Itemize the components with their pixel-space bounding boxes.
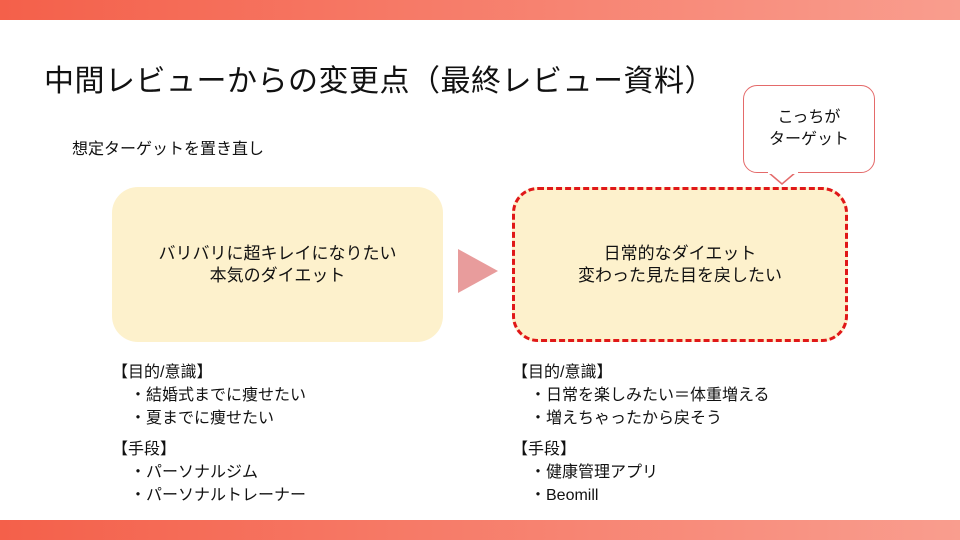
callout-bubble: こっちが ターゲット bbox=[743, 85, 875, 173]
page-title: 中間レビューからの変更点（最終レビュー資料） bbox=[44, 65, 715, 98]
new-target-line2: 変わった見た目を戻したい bbox=[578, 265, 782, 285]
list-item: ・結婚式までに痩せたい bbox=[130, 387, 307, 404]
previous-target-details: 【目的/意識】 ・結婚式までに痩せたい ・夏までに痩せたい 【手段】 ・パーソナ… bbox=[112, 361, 306, 507]
list-item: ・パーソナルトレーナー bbox=[130, 487, 307, 504]
list-item: ・健康管理アプリ bbox=[530, 464, 659, 481]
purpose-header: 【目的/意識】 bbox=[112, 364, 213, 381]
means-header: 【手段】 bbox=[112, 441, 177, 458]
bottom-accent-bar bbox=[0, 520, 960, 540]
previous-target-line1: バリバリに超キレイになりたい bbox=[158, 243, 397, 263]
means-header: 【手段】 bbox=[512, 441, 577, 458]
previous-target-line2: 本気のダイエット bbox=[209, 265, 346, 285]
top-accent-bar bbox=[0, 0, 960, 20]
arrow-right-icon bbox=[458, 249, 498, 293]
list-item: ・Beomill bbox=[530, 487, 599, 504]
purpose-header: 【目的/意識】 bbox=[512, 364, 613, 381]
callout-line2: ターゲット bbox=[768, 131, 849, 148]
previous-target-box: バリバリに超キレイになりたい 本気のダイエット bbox=[112, 187, 443, 342]
list-item: ・パーソナルジム bbox=[130, 464, 259, 481]
subtitle: 想定ターゲットを置き直し bbox=[72, 141, 265, 158]
callout-line1: こっちが bbox=[777, 109, 841, 126]
callout-tail bbox=[767, 172, 797, 185]
new-target-line1: 日常的なダイエット bbox=[603, 243, 757, 263]
new-target-details: 【目的/意識】 ・日常を楽しみたい＝体重増える ・増えちゃったから戻そう 【手段… bbox=[512, 361, 770, 507]
list-item: ・増えちゃったから戻そう bbox=[530, 410, 723, 427]
list-item: ・日常を楽しみたい＝体重増える bbox=[530, 387, 770, 404]
new-target-box: 日常的なダイエット 変わった見た目を戻したい bbox=[512, 187, 848, 342]
callout-tail-join bbox=[768, 170, 798, 174]
list-item: ・夏までに痩せたい bbox=[130, 410, 275, 427]
